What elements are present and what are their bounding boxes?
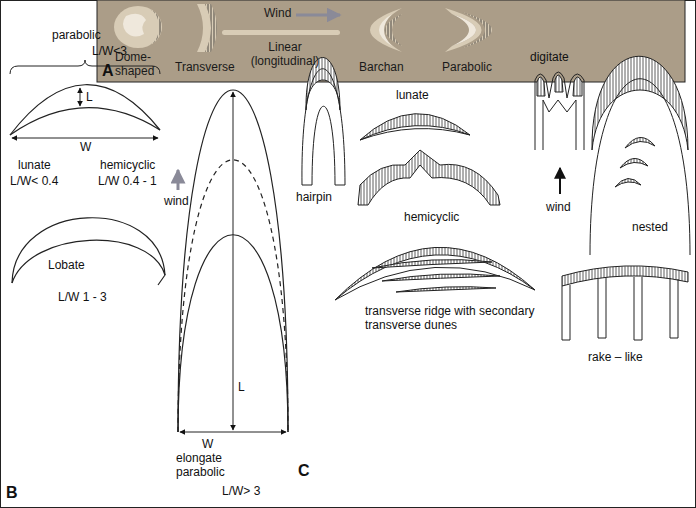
dimension-label: L	[238, 380, 245, 394]
dimension-label: W	[80, 140, 91, 154]
panel-letter: C	[298, 462, 310, 480]
dimension-label: W	[202, 437, 213, 451]
ratio-label: L/W< 0.4	[10, 174, 58, 188]
wind-label: wind	[546, 200, 571, 214]
dune-name: Lobate	[48, 258, 85, 272]
dune-name: Transverse	[175, 60, 235, 74]
wind-label: Wind	[264, 6, 291, 20]
dune-name: rake – like	[588, 350, 643, 364]
panel: WindDome-shapedTransverseLinear (longitu…	[97, 0, 685, 82]
dune-name: hemicyclic	[404, 210, 459, 224]
ratio-label: L/W 1 - 3	[58, 290, 107, 304]
wind-label: wind	[164, 194, 189, 208]
ratio-label: L/W<3	[92, 44, 127, 58]
panel-letter: B	[6, 484, 18, 502]
panel-b	[10, 60, 288, 432]
dune-name: lunate	[396, 88, 429, 102]
dune-name: hairpin	[296, 190, 332, 204]
panel-letter: A	[102, 62, 114, 80]
dune-name: Barchan	[359, 60, 404, 74]
ratio-label: L/W> 3	[222, 484, 260, 498]
panel-c	[302, 56, 690, 340]
dune-name: transverse ridge with secondary transver…	[365, 304, 543, 332]
dune-name: Parabolic	[442, 60, 492, 74]
dune-name: elongate parabolic	[176, 451, 246, 479]
ratio-label: L/W 0.4 - 1	[98, 174, 157, 188]
dimension-label: L	[86, 90, 93, 104]
dune-name: Linear (longitudinal)	[245, 40, 325, 68]
panel-a	[97, 0, 685, 82]
dune-name: digitate	[530, 50, 569, 64]
dune-name: nested	[632, 220, 668, 234]
dune-name: hemicyclic	[100, 158, 155, 172]
dune-name: lunate	[18, 158, 51, 172]
dune-name: parabolic	[52, 28, 101, 42]
